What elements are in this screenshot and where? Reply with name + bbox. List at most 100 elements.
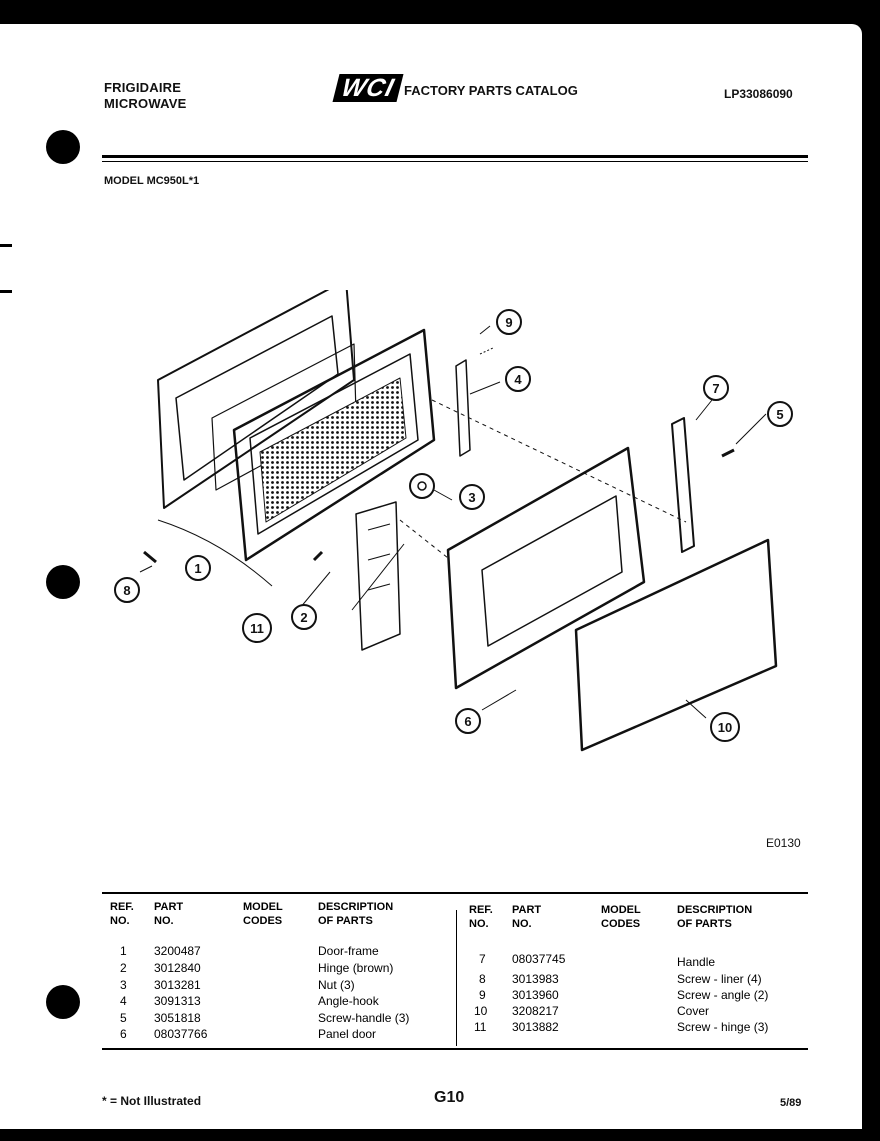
callout-8: 8	[123, 583, 130, 598]
header-ref-right: REF. NO.	[469, 904, 493, 930]
callout-4: 4	[514, 372, 522, 387]
header-part-right: PART NO.	[512, 904, 542, 930]
wci-logo: WCI	[332, 74, 404, 102]
door-frame-back	[157, 290, 355, 509]
callout-7: 7	[712, 381, 719, 396]
part-no: 3013960	[512, 988, 559, 1002]
header-part-left: PART NO.	[154, 901, 184, 927]
callout-2: 2	[300, 610, 307, 625]
callout-1: 1	[194, 561, 201, 576]
part-description: Nut (3)	[318, 978, 355, 992]
part-no: 3200487	[154, 944, 201, 958]
mesh-screen	[259, 377, 407, 523]
callout-7-bubble	[703, 375, 729, 401]
ref-no: 2	[120, 961, 127, 975]
part-no: 3012840	[154, 961, 201, 975]
callout-5-bubble	[767, 401, 793, 427]
callout-9-bubble	[496, 309, 522, 335]
ref-no: 5	[120, 1011, 127, 1025]
panel-door-window	[481, 495, 623, 647]
part-no: 08037766	[154, 1027, 208, 1041]
brand-name: FRIGIDAIRE	[104, 80, 182, 95]
paper-sheet	[0, 24, 862, 1129]
ref-no: 1	[120, 944, 127, 958]
callout-6: 6	[464, 714, 471, 729]
part-description: Door-frame	[318, 944, 379, 958]
header-model-right: MODEL CODES	[601, 904, 641, 930]
part-no: 3051818	[154, 1011, 201, 1025]
catalog-title: FACTORY PARTS CATALOG	[404, 83, 578, 98]
screw-handle	[721, 448, 735, 458]
callout-2-bubble	[291, 604, 317, 630]
part-description: Screw - angle (2)	[677, 988, 769, 1002]
header-model-left: MODEL CODES	[243, 901, 283, 927]
part-description: Handle	[677, 955, 716, 969]
panel-door	[446, 446, 646, 690]
nut	[409, 473, 435, 499]
punch-hole-top	[46, 130, 80, 164]
ref-no: 8	[479, 972, 486, 986]
callout-6-bubble	[455, 708, 481, 734]
header-rule-thin	[102, 161, 808, 162]
ref-no: 3	[120, 978, 127, 992]
header-ref-left: REF. NO.	[110, 901, 134, 927]
header-desc-right: DESCRIPTION OF PARTS	[677, 904, 753, 930]
screw-hinge	[312, 550, 324, 562]
part-no: 3091313	[154, 994, 201, 1008]
callout-1-bubble	[185, 555, 211, 581]
angle-hook	[455, 359, 471, 457]
page-number: G10	[434, 1089, 465, 1106]
part-no: 3013281	[154, 978, 201, 992]
header-rule	[102, 155, 808, 158]
callout-3: 3	[468, 490, 475, 505]
parts-table	[102, 892, 808, 1050]
exploded-parts-diagram: 1 2 3 4 5 6 7 8 9 10 11	[114, 290, 793, 752]
product-line: MICROWAVE	[104, 96, 187, 111]
callout-10-bubble	[710, 712, 740, 742]
callout-3-bubble	[459, 484, 485, 510]
callout-11: 11	[250, 621, 264, 636]
door-frame-window	[249, 353, 419, 535]
part-description: Screw-handle (3)	[318, 1011, 410, 1025]
handle	[671, 417, 695, 553]
ref-no: 9	[479, 988, 486, 1002]
table-divider	[456, 910, 457, 1046]
part-description: Panel door	[318, 1027, 377, 1041]
part-description: Screw - liner (4)	[677, 972, 762, 986]
margin-tick	[0, 290, 12, 293]
diagram-code: E0130	[766, 836, 801, 850]
part-description: Screw - hinge (3)	[677, 1020, 769, 1034]
revision-date: 5/89	[780, 1097, 802, 1109]
model-label: MODEL MC950L*1	[104, 175, 200, 187]
callout-5: 5	[776, 407, 783, 422]
door-frame	[232, 328, 436, 562]
ref-no: 6	[120, 1027, 127, 1041]
leader-9	[479, 347, 494, 355]
punch-hole-bottom	[46, 985, 80, 1019]
margin-tick	[0, 244, 12, 247]
callout-9: 9	[505, 315, 512, 330]
cover	[574, 538, 778, 752]
ref-no: 11	[474, 1020, 487, 1034]
part-no: 3013882	[512, 1020, 559, 1034]
callout-8-bubble	[114, 577, 140, 603]
ref-no: 7	[479, 952, 486, 966]
part-description: Angle-hook	[318, 994, 379, 1008]
brand-block: FRIGIDAIRE MICROWAVE	[104, 80, 186, 112]
callout-10: 10	[718, 720, 732, 735]
part-no: 3013983	[512, 972, 559, 986]
punch-hole-middle	[46, 565, 80, 599]
callout-4-bubble	[505, 366, 531, 392]
ref-no: 10	[474, 1004, 488, 1018]
part-description: Cover	[677, 1004, 710, 1018]
catalog-number: LP33086090	[724, 87, 793, 101]
not-illustrated-note: * = Not Illustrated	[102, 1094, 202, 1108]
callout-11-bubble	[242, 613, 272, 643]
part-no: 3208217	[512, 1004, 559, 1018]
header-desc-left: DESCRIPTION OF PARTS	[318, 901, 394, 927]
hinge	[355, 501, 401, 651]
part-description: Hinge (brown)	[318, 961, 394, 975]
screw-liner	[143, 550, 157, 564]
part-no: 08037745	[512, 952, 566, 966]
